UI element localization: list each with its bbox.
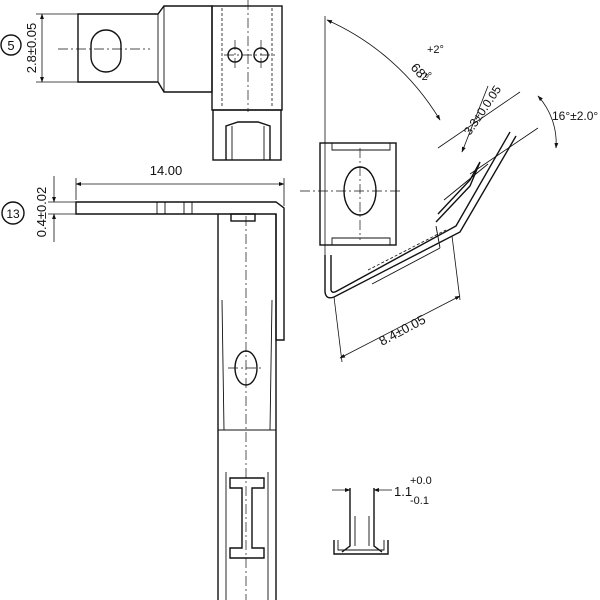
- length-label: 14.00: [150, 163, 183, 178]
- body-taper: [269, 299, 273, 431]
- tab-profile: [75, 201, 285, 341]
- bend-length-label: 8.4±0.05: [376, 312, 428, 349]
- top-view: 2.8±0.05 5: [0, 0, 283, 161]
- tab-notch: [230, 213, 256, 222]
- plate-detail: [331, 143, 391, 151]
- profile-detail: [443, 163, 489, 201]
- balloon-label: 5: [7, 38, 14, 53]
- slot-hole: [90, 29, 122, 73]
- angle-arc: [326, 19, 441, 121]
- lance-width-label: 1.1: [394, 484, 412, 499]
- lance-walls: [341, 488, 383, 553]
- i-beam-lance: [229, 477, 265, 559]
- width-top-label: 2.8±0.05: [24, 23, 39, 74]
- angle-tol-minus: -2°: [418, 71, 432, 83]
- thickness-label: 0.4±0.02: [34, 187, 49, 238]
- extension-line: [333, 296, 343, 363]
- bent-profile: [324, 135, 517, 299]
- balloon: [0, 34, 22, 56]
- balloon-label: 13: [6, 207, 20, 221]
- crimp-wing-inner: [225, 121, 271, 160]
- angle-arc: [537, 95, 559, 149]
- lance-walls-inner: [354, 516, 370, 546]
- extension-line: [469, 127, 539, 175]
- lance-section: 1.1 +0.0 -0.1: [332, 475, 432, 555]
- bend-angle-label: 16°±2.0°: [552, 109, 598, 123]
- extension-line: [437, 91, 521, 149]
- profile-detail: [371, 225, 441, 285]
- body-taper: [221, 299, 225, 431]
- extension-line: [451, 235, 461, 301]
- bend-offset-label: 3.3±0.0.05: [461, 83, 504, 138]
- plate-detail: [331, 237, 391, 245]
- vertical-body: [217, 214, 277, 600]
- section-profile: [333, 540, 389, 555]
- lance-tol-plus: +0.0: [410, 475, 432, 487]
- dimension-line: [339, 295, 461, 359]
- side-view: 14.00 0.4±0.02 13: [1, 163, 285, 600]
- bent-profile-inner: [330, 131, 511, 293]
- crimp-wing: [212, 109, 282, 161]
- angle-detail: 68° +2° -2° 3.3±0.0.05 16°±2.0° 8.4±0.05: [300, 16, 598, 363]
- dimension-line: [461, 85, 489, 153]
- plate-outline: [319, 142, 397, 246]
- angle-tol-plus: +2°: [427, 44, 444, 56]
- crimp-body: [211, 5, 283, 111]
- balloon: [1, 201, 25, 225]
- lance-tol-minus: -0.1: [410, 495, 429, 507]
- hidden-edge: [367, 229, 447, 271]
- section-profile-inner: [337, 540, 385, 551]
- lance-tongue: [435, 161, 481, 223]
